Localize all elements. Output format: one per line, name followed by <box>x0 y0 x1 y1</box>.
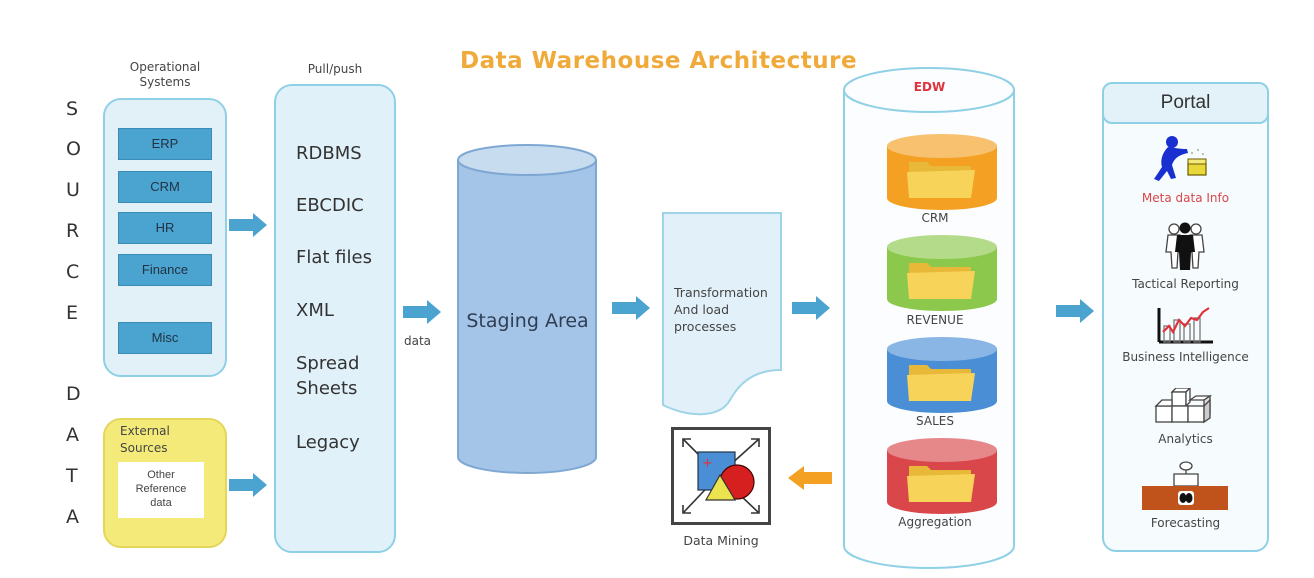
data-letter: T <box>66 465 78 487</box>
format-ebcdic: EBCDIC <box>296 195 364 216</box>
label-line: And load <box>674 302 730 317</box>
folder-icon <box>907 466 975 502</box>
portal-item-tactical-reporting: Tactical Reporting <box>1102 277 1269 291</box>
system-erp: ERP <box>118 128 212 160</box>
source-letter: E <box>66 302 79 324</box>
people-group-icon <box>1165 222 1205 270</box>
edw-label: EDW <box>913 80 946 94</box>
forecast-desk-icon <box>1142 461 1228 510</box>
source-letter: U <box>66 179 80 201</box>
pull-push-heading: Pull/push <box>307 62 363 76</box>
format-spread: Spread <box>296 353 360 374</box>
system-crm: CRM <box>118 171 212 203</box>
flow-arrow-icon <box>792 296 830 320</box>
data-mining-icon: + <box>671 427 771 525</box>
source-letter: R <box>66 220 80 242</box>
flow-arrow-icon <box>229 213 267 237</box>
format-rdbms: RDBMS <box>296 143 362 164</box>
return-arrow-icon <box>788 466 832 490</box>
person-treasure-icon <box>1154 136 1207 181</box>
data-letter: D <box>66 383 81 405</box>
diagram-title: Data Warehouse Architecture <box>460 48 858 74</box>
data-arrow-label: data <box>404 334 432 348</box>
portal-item-label: Analytics <box>1158 432 1213 446</box>
system-finance: Finance <box>118 254 212 286</box>
heading-line: Systems <box>139 75 191 89</box>
ref-line: Reference <box>135 483 187 495</box>
portal-item-forecasting: Forecasting <box>1102 516 1269 530</box>
ref-line: Other <box>147 469 175 481</box>
heading-line: External <box>120 424 170 438</box>
data-mining-label: Data Mining <box>683 533 759 548</box>
mart-revenue-cylinder <box>887 235 997 311</box>
format-xml: XML <box>296 300 334 321</box>
heading-line: Operational <box>129 60 201 74</box>
label-line: Transformation <box>674 285 768 300</box>
source-letter: O <box>66 138 81 160</box>
pull-push-group <box>274 84 396 553</box>
flow-arrow-icon <box>403 300 441 324</box>
heading-line: Sources <box>120 441 168 455</box>
portal-item-business-intelligence: Business Intelligence <box>1102 350 1269 364</box>
system-hr: HR <box>118 212 212 244</box>
line-chart-icon <box>1157 307 1213 344</box>
portal-item-analytics: Analytics <box>1102 432 1269 446</box>
label-line: processes <box>674 319 737 334</box>
svg-text:+: + <box>702 456 713 471</box>
portal-item-label: Meta data Info <box>1141 191 1230 205</box>
mart-label-aggregation: Aggregation <box>898 515 972 529</box>
other-reference-data: Other Reference data <box>118 462 204 518</box>
cubes-icon <box>1154 388 1213 424</box>
source-letter: C <box>66 261 80 283</box>
portal-item-label: Business Intelligence <box>1122 350 1249 364</box>
format-legacy: Legacy <box>296 432 360 453</box>
flow-arrow-icon <box>229 473 267 497</box>
folder-icon <box>907 263 975 299</box>
folder-icon <box>907 162 975 198</box>
portal-item-label: Forecasting <box>1150 516 1221 530</box>
external-sources-heading: External Sources <box>120 423 170 457</box>
source-letter: S <box>66 98 79 120</box>
staging-area-cylinder <box>457 144 597 474</box>
operational-systems-heading: Operational Systems <box>110 60 220 90</box>
flow-arrow-icon <box>1056 299 1094 323</box>
mart-crm-cylinder <box>887 134 997 210</box>
transformation-document <box>662 212 782 416</box>
portal-heading: Portal <box>1102 82 1269 124</box>
system-misc: Misc <box>118 322 212 354</box>
portal-item-meta-data: Meta data Info <box>1102 191 1269 205</box>
mart-sales-cylinder <box>887 337 997 413</box>
format-sheets: Sheets <box>296 378 358 399</box>
ref-line: data <box>150 497 172 509</box>
data-letter: A <box>66 506 79 528</box>
data-letter: A <box>66 424 79 446</box>
mart-aggregation-cylinder <box>887 438 997 514</box>
transformation-label: Transformation And load processes <box>674 284 768 335</box>
flow-arrow-icon <box>612 296 650 320</box>
mart-label-revenue: REVENUE <box>906 313 964 327</box>
mart-label-sales: SALES <box>916 414 954 428</box>
staging-area-label: Staging Area <box>466 310 589 332</box>
format-flat-files: Flat files <box>296 247 372 268</box>
folder-icon <box>907 365 975 401</box>
portal-item-label: Tactical Reporting <box>1132 277 1239 291</box>
mart-label-crm: CRM <box>921 211 949 225</box>
